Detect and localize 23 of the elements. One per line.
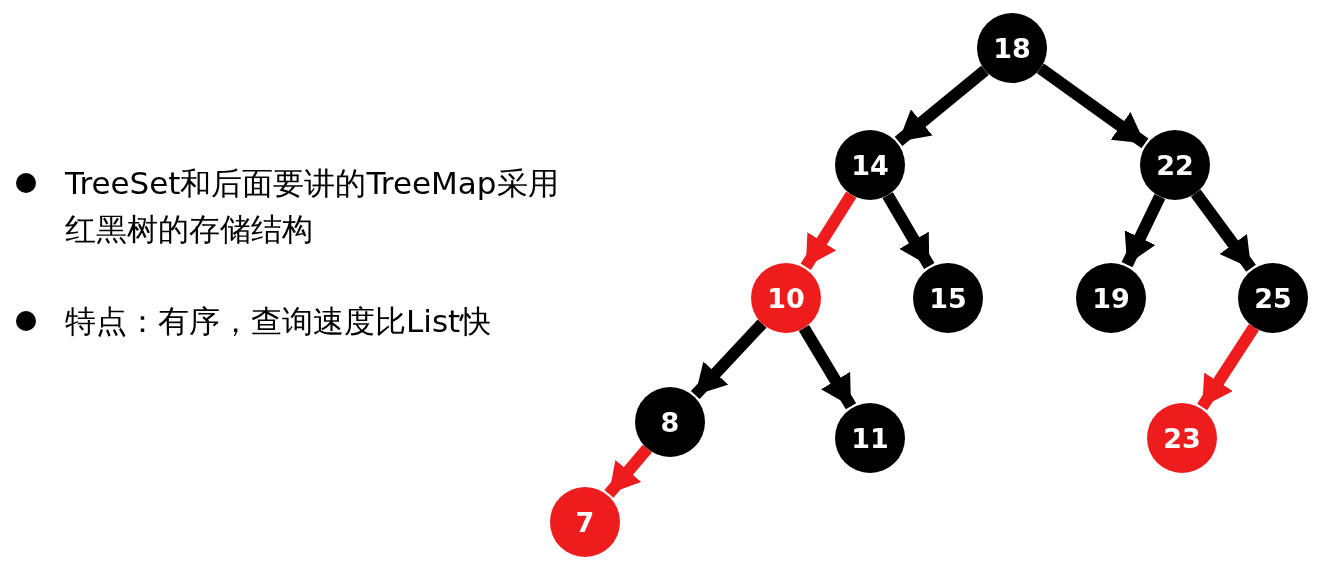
arrow (1036, 63, 1149, 149)
arrow (798, 324, 857, 410)
tree-node-circle: 7 (550, 487, 620, 557)
arrow (800, 191, 857, 270)
arrow (882, 192, 935, 270)
tree-node-circle: 15 (913, 263, 983, 333)
tree-node-circle: 14 (835, 130, 905, 200)
arrow (1197, 324, 1259, 411)
arrow (1190, 189, 1256, 272)
tree-node-circle: 11 (835, 403, 905, 473)
tree-node-circle: 18 (977, 13, 1047, 83)
arrow (1121, 193, 1166, 268)
bullet-text: 特点：有序，查询速度比List快 (65, 302, 493, 341)
tree-node-circle: 8 (635, 387, 705, 457)
tree-node-circle: 19 (1076, 263, 1146, 333)
tree-node-circle: 23 (1147, 403, 1217, 473)
tree-node-circle: 22 (1140, 130, 1210, 200)
bullet-text: TreeSet和后面要讲的TreeMap采用红黑树的存储结构 (65, 164, 560, 249)
arrow (894, 65, 989, 147)
arrow (690, 319, 767, 400)
tree-node-circle: 25 (1238, 263, 1308, 333)
arrow (604, 444, 652, 498)
tree-node-circle: 10 (751, 263, 821, 333)
